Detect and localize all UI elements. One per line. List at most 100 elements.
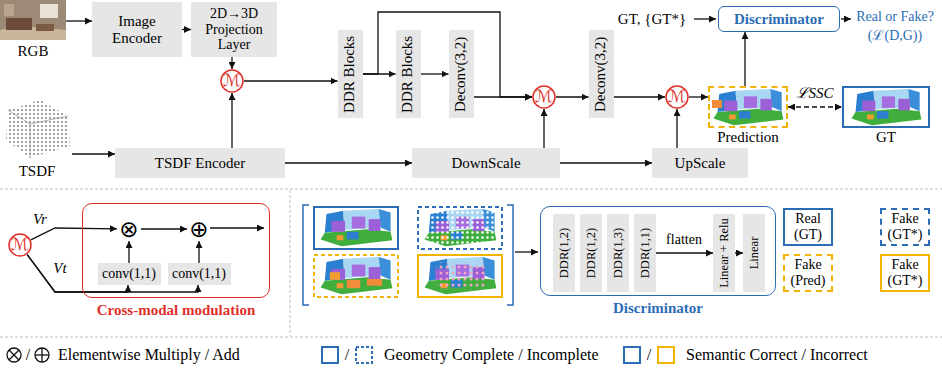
- connector: [421, 73, 449, 74]
- connector: [128, 241, 129, 263]
- modulation-circle: ℳ: [8, 233, 32, 257]
- circle-shape: [9, 234, 31, 256]
- connector: [744, 32, 745, 86]
- connector: [676, 109, 677, 148]
- connector: [244, 80, 338, 81]
- caption-label: Discriminator: [613, 300, 703, 317]
- layer-block: DDR(1,2): [553, 214, 575, 292]
- process-box: Image Encoder: [92, 2, 182, 57]
- layer-block: Deconv(3,2): [449, 30, 474, 118]
- caption-label: Cross-modal modulation: [97, 302, 256, 319]
- connector: [363, 12, 533, 97]
- node-label: Deconv(3,2): [453, 36, 470, 111]
- process-box: TSDF Encoder: [115, 148, 285, 178]
- node-label: ℳ: [223, 71, 241, 90]
- ground-truth-volume: GT: [842, 86, 930, 128]
- connector: [560, 162, 652, 163]
- output-box: Fake (GT*): [880, 254, 930, 292]
- connector: [556, 96, 589, 97]
- connector: [543, 109, 544, 148]
- connector: [72, 153, 115, 154]
- operator-circle: ⊕: [187, 217, 211, 241]
- layer-block: DDR Blocks: [338, 30, 363, 118]
- output-box: Fake (GT*): [880, 208, 930, 246]
- node-label: TSDF Encoder: [155, 155, 245, 172]
- free-label: /: [24, 346, 32, 364]
- caption-label: Prediction: [717, 129, 779, 146]
- output-box: Real (GT): [783, 208, 833, 246]
- edge-label: Vr: [31, 211, 49, 228]
- node-label: conv(1,1): [102, 266, 156, 282]
- connector: [735, 252, 743, 253]
- node-label: 2D→3D Projection Layer: [195, 6, 273, 53]
- layer-block: DDR(1,2): [580, 214, 602, 292]
- process-box: DownScale: [412, 148, 560, 178]
- node-label: Linear + Relu: [717, 218, 731, 288]
- circle-shape: [666, 86, 688, 108]
- layer-block: Linear: [743, 214, 765, 292]
- legend-text: Elementwise Multiply / Add: [58, 346, 240, 364]
- process-box: conv(1,1): [168, 263, 231, 285]
- prediction-volume: Prediction: [708, 86, 788, 128]
- layer-block: DDR Blocks: [396, 30, 421, 118]
- layer-block: DDR(1,1): [634, 214, 656, 292]
- node-label: Linear: [747, 237, 761, 270]
- modulation-circle: ℳ: [665, 85, 689, 109]
- node-label: DDR Blocks: [400, 35, 417, 112]
- node-label: Fake (GT*): [886, 257, 924, 288]
- connector: [689, 96, 708, 97]
- legend-text: Semantic Correct / Incorrect: [686, 346, 868, 364]
- connector: [141, 228, 187, 229]
- connector: [198, 241, 199, 263]
- layer-block: DDR(1,3): [607, 214, 629, 292]
- output-box: Fake (Pred): [783, 254, 833, 292]
- free-label: GT, {GT*}: [616, 11, 688, 28]
- node-label: Image Encoder: [96, 13, 178, 47]
- process-box: 2D→3D Projection Layer: [191, 2, 277, 57]
- caption-label: GT: [876, 129, 896, 146]
- layer-block: Linear + Relu: [713, 214, 735, 292]
- process-box: conv(1,1): [98, 263, 161, 285]
- connector: [656, 252, 713, 253]
- node-label: DDR(1,2): [584, 228, 598, 278]
- discriminator-box: Discriminator: [718, 6, 840, 32]
- node-label: conv(1,1): [172, 266, 226, 282]
- module-frame: Cross-modal modulation⊗⊕conv(1,1)conv(1,…: [82, 203, 270, 298]
- process-box: UpScale: [652, 148, 748, 178]
- operator-circle: ⊗: [117, 217, 141, 241]
- node-label: DDR(1,2): [557, 228, 571, 278]
- circle-shape: [188, 218, 210, 240]
- node-label: Fake (GT*): [886, 211, 924, 242]
- modulation-circle: ℳ: [532, 85, 556, 109]
- caption-label: RGB: [18, 43, 49, 60]
- node-label: DDR(1,3): [611, 228, 625, 278]
- node-label: Deconv(3,2): [593, 36, 610, 111]
- node-label: ℳ: [11, 235, 29, 254]
- modulation-circle: ℳ: [220, 69, 244, 93]
- connector: [285, 162, 412, 163]
- connector: [66, 20, 92, 21]
- input-image: TSDF: [2, 98, 72, 160]
- edge-label: Vt: [51, 260, 68, 277]
- legend-text: Geometry Complete / Incomplete: [384, 346, 599, 364]
- node-label: DDR Blocks: [342, 35, 359, 112]
- connector: [788, 106, 842, 107]
- edge-label: flatten: [664, 232, 704, 247]
- free-label: Real or Fake?: [854, 9, 936, 24]
- free-label: (ℒ(D,G)): [866, 28, 924, 43]
- connector: [231, 57, 232, 69]
- node-label: DDR(1,1): [638, 228, 652, 278]
- circle-shape: [533, 86, 555, 108]
- input-image: RGB: [0, 0, 66, 40]
- connector: [31, 228, 117, 240]
- node-label: ⊕: [189, 218, 208, 241]
- connector: [614, 96, 666, 97]
- circle-shape: [118, 218, 140, 240]
- layer-block: Deconv(3,2): [589, 30, 614, 118]
- node-label: ℳ: [668, 87, 686, 106]
- connector: [231, 93, 232, 148]
- circle-shape: [221, 70, 243, 92]
- free-label: /: [343, 346, 351, 364]
- node-label: ⊗: [119, 218, 138, 241]
